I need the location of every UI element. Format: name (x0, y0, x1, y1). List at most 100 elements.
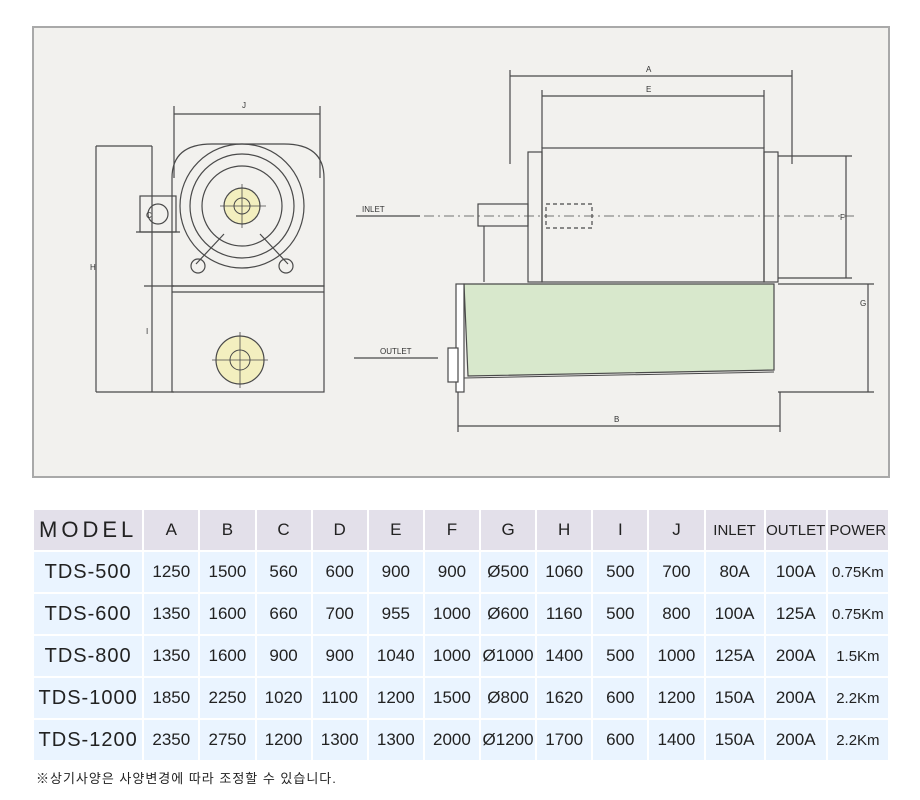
table-cell: 1300 (366, 718, 425, 762)
model-name-cell: TDS-1000 (31, 676, 145, 720)
table-cell: 1600 (198, 634, 257, 678)
table-cell: Ø500 (478, 550, 538, 594)
table-cell: 1500 (198, 550, 257, 594)
front-casing (171, 143, 325, 287)
table-cell: 600 (310, 550, 369, 594)
table-cell: 1160 (535, 592, 594, 636)
spec-table: MODEL A B C D E F G H I J INLET OUTLET P… (31, 508, 891, 762)
header-c: C (254, 508, 313, 552)
table-cell: 1000 (422, 592, 482, 636)
header-g: G (478, 508, 538, 552)
table-cell: 200A (763, 718, 828, 762)
table-cell: 200A (763, 676, 828, 720)
label-outlet: OUTLET (380, 347, 412, 356)
label-e: E (646, 85, 651, 94)
table-cell: 900 (254, 634, 313, 678)
label-a: A (646, 65, 652, 74)
table-cell: 1040 (366, 634, 425, 678)
table-cell: 2.2Km (825, 676, 891, 720)
table-cell: 600 (591, 718, 650, 762)
table-cell: 1600 (198, 592, 257, 636)
bolt-left (190, 258, 206, 274)
front-tank (171, 285, 325, 393)
label-j: J (242, 101, 246, 110)
table-cell: 2000 (422, 718, 482, 762)
table-cell: 2750 (198, 718, 257, 762)
table-cell: Ø1000 (478, 634, 538, 678)
header-power: POWER (825, 508, 891, 552)
model-name-cell: TDS-600 (31, 592, 145, 636)
table-cell: 900 (422, 550, 482, 594)
table-cell: 700 (310, 592, 369, 636)
table-cell: 560 (254, 550, 313, 594)
header-j: J (647, 508, 706, 552)
table-cell: 1200 (254, 718, 313, 762)
table-cell: 125A (703, 634, 766, 678)
table-cell: 1500 (422, 676, 482, 720)
header-e: E (366, 508, 425, 552)
table-cell: 1400 (647, 718, 706, 762)
table-cell: 200A (763, 634, 828, 678)
label-g: G (860, 299, 866, 308)
label-inlet: INLET (362, 205, 385, 214)
table-cell: 1700 (535, 718, 594, 762)
table-cell: 125A (763, 592, 828, 636)
table-cell: 2250 (198, 676, 257, 720)
table-cell: 150A (703, 718, 766, 762)
table-cell: 700 (647, 550, 706, 594)
table-cell: 1620 (535, 676, 594, 720)
label-c: C (146, 211, 152, 220)
table-cell: 500 (591, 592, 650, 636)
bolt-right (278, 258, 294, 274)
table-cell: 1300 (310, 718, 369, 762)
table-cell: 2350 (142, 718, 201, 762)
header-d: D (310, 508, 369, 552)
table-cell: 1200 (366, 676, 425, 720)
table-cell: 0.75Km (825, 592, 891, 636)
table-cell: 1850 (142, 676, 201, 720)
table-cell: 1350 (142, 634, 201, 678)
footnote: ※상기사양은 사양변경에 따라 조정할 수 있습니다. (36, 771, 337, 786)
side-drum (541, 147, 765, 283)
table-cell: 1350 (142, 592, 201, 636)
header-f: F (422, 508, 482, 552)
table-cell: 1.5Km (825, 634, 891, 678)
table-cell: 600 (591, 676, 650, 720)
table-cell: 800 (647, 592, 706, 636)
header-outlet: OUTLET (763, 508, 828, 552)
label-b: B (614, 415, 619, 424)
label-h: H (90, 263, 96, 272)
table-cell: 1250 (142, 550, 201, 594)
table-cell: 80A (703, 550, 766, 594)
header-b: B (198, 508, 257, 552)
table-cell: 1200 (647, 676, 706, 720)
table-cell: 0.75Km (825, 550, 891, 594)
table-cell: 1100 (310, 676, 369, 720)
header-a: A (142, 508, 201, 552)
model-name-cell: TDS-500 (31, 550, 145, 594)
table-cell: Ø600 (478, 592, 538, 636)
table-cell: 1000 (647, 634, 706, 678)
side-outlet-pipe (447, 347, 459, 383)
table-cell: 150A (703, 676, 766, 720)
side-motor (477, 203, 529, 227)
side-tank (463, 283, 775, 377)
table-cell: 1000 (422, 634, 482, 678)
table-cell: Ø1200 (478, 718, 538, 762)
header-h: H (535, 508, 594, 552)
model-name-cell: TDS-800 (31, 634, 145, 678)
table-cell: 1060 (535, 550, 594, 594)
drawing-svg: H C I J A E F G B INLET OUTLET (90, 65, 874, 432)
table-cell: 100A (763, 550, 828, 594)
table-cell: 100A (703, 592, 766, 636)
header-inlet: INLET (703, 508, 766, 552)
table-cell: 955 (366, 592, 425, 636)
model-name-cell: TDS-1200 (31, 718, 145, 762)
table-cell: 900 (310, 634, 369, 678)
